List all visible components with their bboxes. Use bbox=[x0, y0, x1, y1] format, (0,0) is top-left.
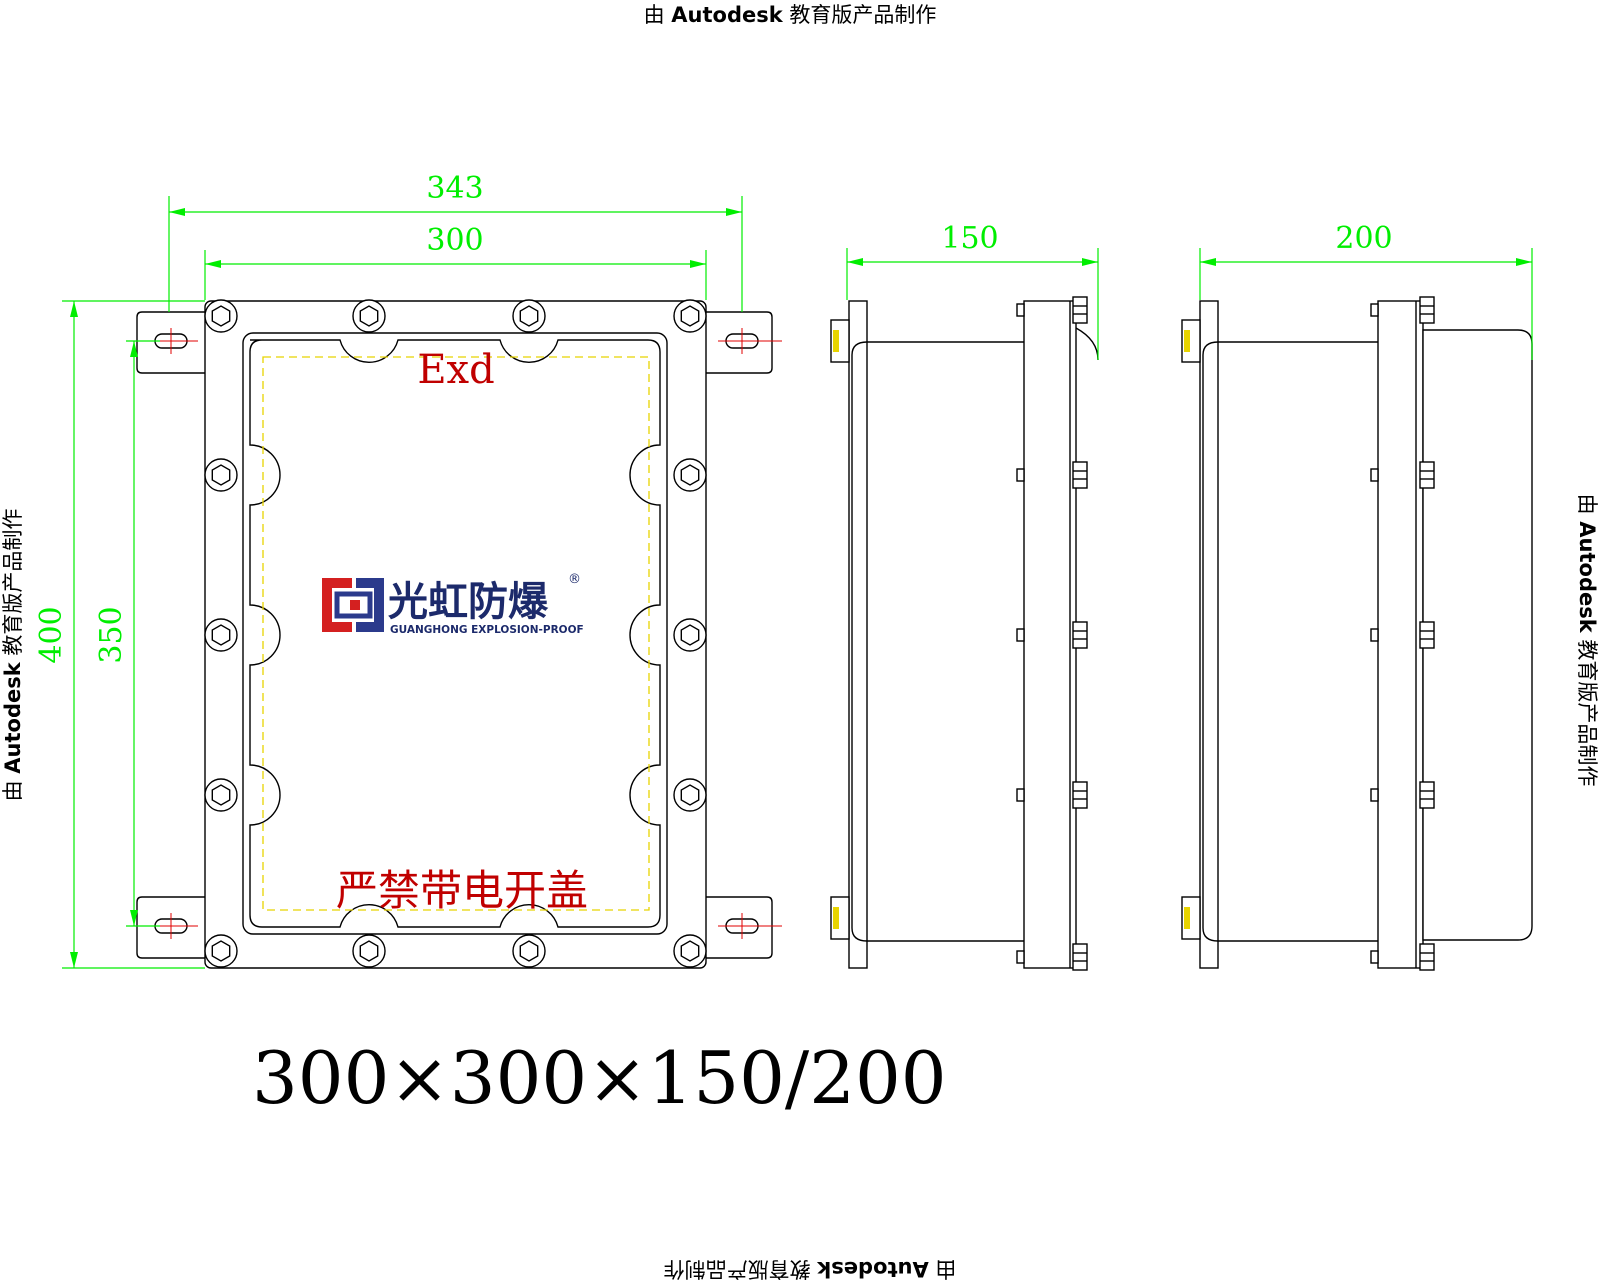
warning-label: 严禁带电开盖 bbox=[336, 866, 588, 915]
dimension-lines bbox=[62, 196, 1533, 969]
dim-343: 343 bbox=[426, 171, 483, 206]
brand-name-en: GUANGHONG EXPLOSION-PROOF bbox=[390, 624, 584, 636]
side-view-150 bbox=[830, 296, 1099, 971]
brand-name-cn: 光虹防爆 bbox=[388, 579, 549, 625]
side-bolt-icon bbox=[1370, 621, 1435, 649]
exd-label: Exd bbox=[417, 347, 494, 393]
mounting-ears bbox=[136, 311, 782, 959]
cover-bolts bbox=[204, 299, 707, 968]
dim-150: 150 bbox=[941, 221, 998, 256]
bolt-icon bbox=[204, 934, 238, 968]
brand-logo: 光虹防爆 ® GUANGHONG EXPLOSION-PROOF bbox=[322, 572, 584, 636]
label-area bbox=[262, 356, 650, 911]
side-bolt-icon bbox=[1016, 621, 1088, 649]
bolt-icon bbox=[352, 934, 386, 968]
side-view-200 bbox=[1181, 296, 1533, 971]
side-bolt-icon bbox=[1370, 296, 1435, 324]
watermark-bottom: 由 Autodesk 教育版产品制作 bbox=[664, 1257, 957, 1280]
side-bolt-icon bbox=[1370, 461, 1435, 489]
watermark-top: 由 Autodesk 教育版产品制作 bbox=[644, 3, 937, 27]
brand-logo-mark bbox=[322, 578, 384, 632]
front-view: Exd 严禁带电开盖 光虹防爆 ® GUANGHONG EXPLOSION-PR… bbox=[136, 299, 782, 969]
bolt-icon bbox=[204, 299, 238, 333]
side-bolt-icon bbox=[1016, 781, 1088, 809]
registered-mark: ® bbox=[568, 572, 581, 587]
bolt-icon bbox=[673, 299, 707, 333]
side-bolt-icon bbox=[1016, 296, 1088, 324]
dim-350: 350 bbox=[94, 606, 129, 663]
side-bolt-icon bbox=[1016, 461, 1088, 489]
bolt-icon bbox=[204, 618, 238, 652]
watermark-right: 由 Autodesk 教育版产品制作 bbox=[1575, 494, 1599, 787]
flange-inner-edge bbox=[249, 339, 661, 928]
dim-400: 400 bbox=[34, 606, 69, 663]
bolt-icon bbox=[352, 299, 386, 333]
side-bolt-icon bbox=[1016, 943, 1088, 971]
watermark-left: 由 Autodesk 教育版产品制作 bbox=[1, 509, 25, 802]
bolt-icon bbox=[673, 618, 707, 652]
dim-200: 200 bbox=[1335, 221, 1392, 256]
bolt-icon bbox=[673, 778, 707, 812]
bolt-icon bbox=[512, 299, 546, 333]
dim-300: 300 bbox=[426, 223, 483, 258]
spec-title: 300×300×150/200 bbox=[252, 1036, 947, 1120]
bolt-icon bbox=[204, 778, 238, 812]
bolt-icon bbox=[512, 934, 546, 968]
bolt-icon bbox=[673, 458, 707, 492]
side-flange bbox=[1023, 300, 1077, 969]
bolt-icon bbox=[673, 934, 707, 968]
side-bolt-icon bbox=[1370, 781, 1435, 809]
side-bolt-icon bbox=[1370, 943, 1435, 971]
bolt-icon bbox=[204, 458, 238, 492]
